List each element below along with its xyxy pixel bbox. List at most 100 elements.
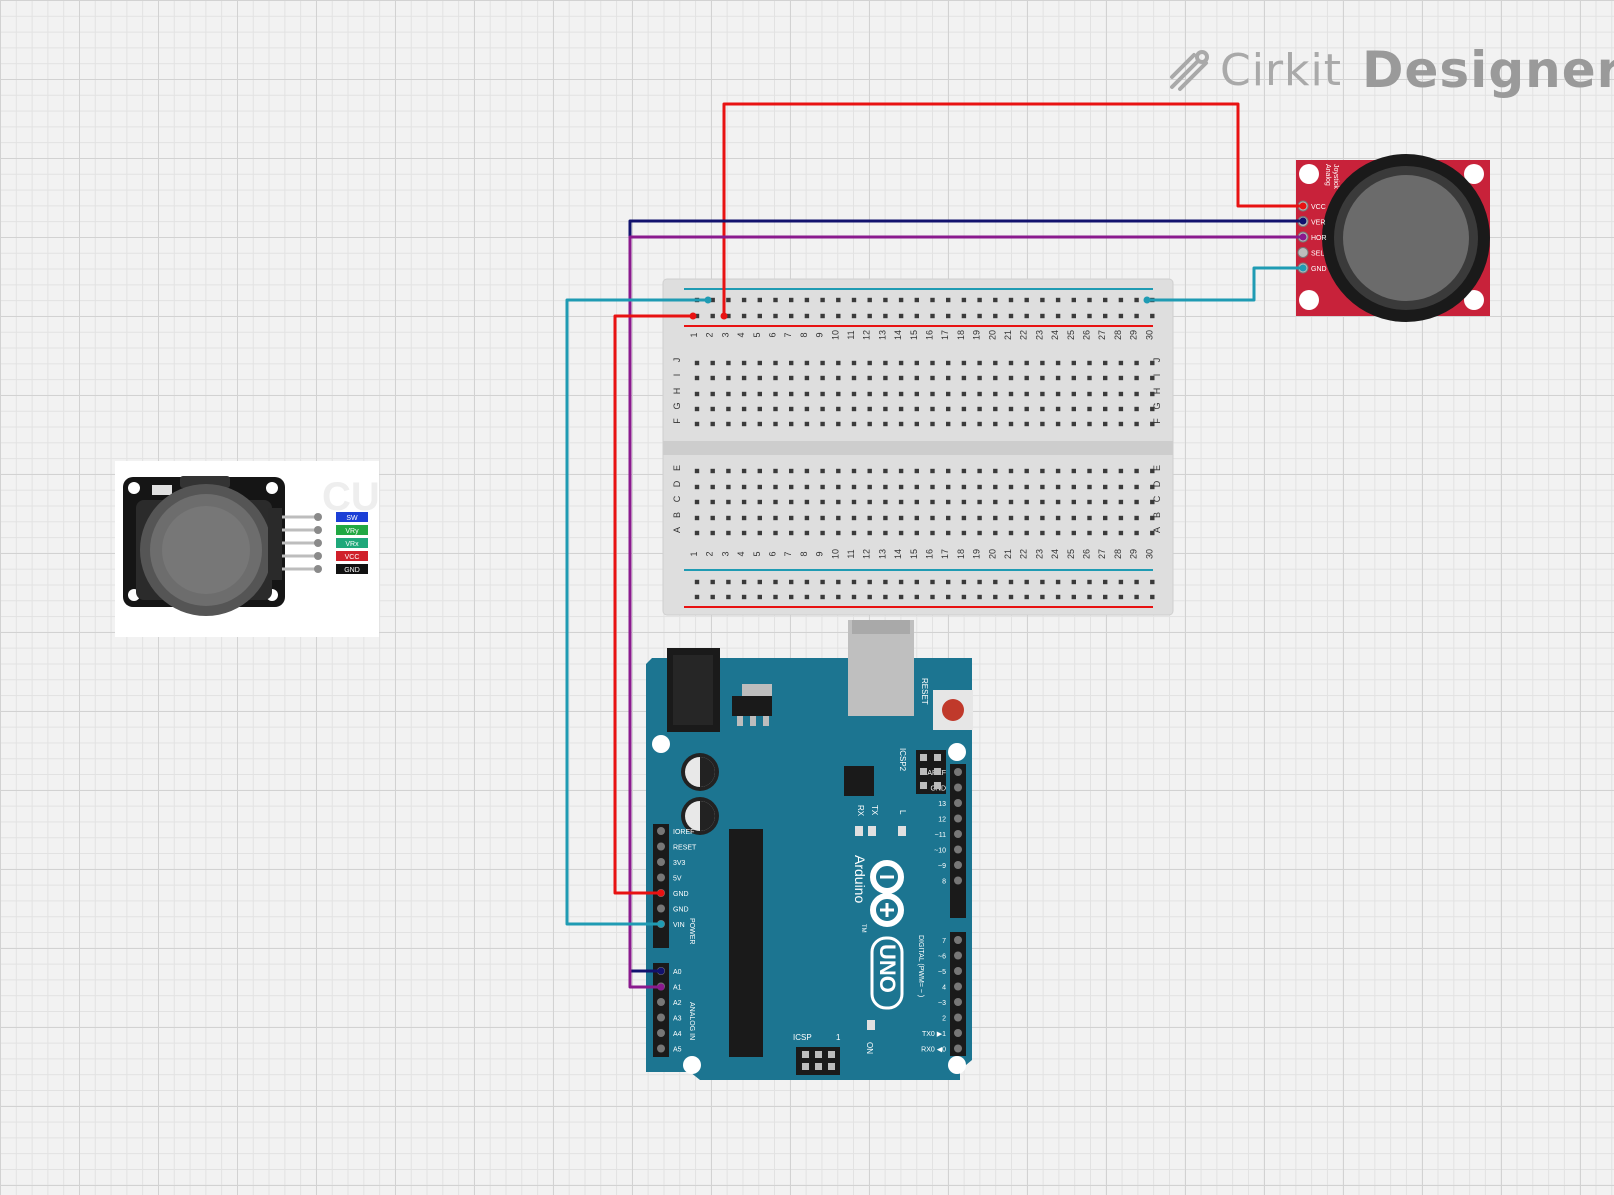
- breadboard-hole[interactable]: [1024, 360, 1029, 366]
- breadboard-hole[interactable]: [694, 421, 700, 427]
- breadboard-hole[interactable]: [977, 297, 982, 303]
- breadboard-hole[interactable]: [1118, 499, 1124, 505]
- breadboard-hole[interactable]: [836, 297, 841, 303]
- breadboard-hole[interactable]: [694, 515, 700, 521]
- breadboard-hole[interactable]: [1118, 313, 1124, 319]
- breadboard-hole[interactable]: [820, 375, 825, 381]
- breadboard-hole[interactable]: [1118, 375, 1124, 381]
- breadboard-hole[interactable]: [961, 484, 967, 490]
- breadboard-hole[interactable]: [820, 391, 825, 397]
- breadboard-hole[interactable]: [883, 375, 888, 381]
- breadboard-hole[interactable]: [1055, 421, 1061, 427]
- breadboard-hole[interactable]: [836, 468, 841, 474]
- breadboard-hole[interactable]: [789, 484, 794, 490]
- breadboard-hole[interactable]: [961, 360, 967, 366]
- breadboard-hole[interactable]: [836, 406, 841, 412]
- breadboard-hole[interactable]: [710, 297, 715, 303]
- breadboard-hole[interactable]: [977, 360, 982, 366]
- breadboard-hole[interactable]: [773, 297, 778, 303]
- breadboard-hole[interactable]: [1103, 297, 1108, 303]
- breadboard-hole[interactable]: [773, 391, 778, 397]
- breadboard-hole[interactable]: [710, 579, 715, 585]
- breadboard-hole[interactable]: [867, 530, 872, 536]
- breadboard-hole[interactable]: [757, 297, 762, 303]
- breadboard-hole[interactable]: [710, 313, 715, 319]
- breadboard-hole[interactable]: [726, 594, 731, 600]
- breadboard-hole[interactable]: [741, 421, 747, 427]
- arduino-digital-pin[interactable]: [954, 967, 962, 975]
- breadboard-hole[interactable]: [883, 515, 888, 521]
- breadboard-hole[interactable]: [1071, 468, 1076, 474]
- breadboard-hole[interactable]: [1040, 579, 1045, 585]
- breadboard-hole[interactable]: [757, 594, 762, 600]
- breadboard-hole[interactable]: [741, 484, 747, 490]
- wire-endpoint[interactable]: [1299, 202, 1307, 210]
- breadboard-hole[interactable]: [1134, 391, 1139, 397]
- breadboard-hole[interactable]: [1040, 297, 1045, 303]
- breadboard-hole[interactable]: [914, 297, 919, 303]
- breadboard-hole[interactable]: [1087, 421, 1092, 427]
- breadboard-hole[interactable]: [1024, 515, 1029, 521]
- breadboard-hole[interactable]: [867, 360, 872, 366]
- breadboard-hole[interactable]: [836, 579, 841, 585]
- breadboard-hole[interactable]: [1071, 297, 1076, 303]
- breadboard-hole[interactable]: [710, 468, 715, 474]
- breadboard-hole[interactable]: [993, 360, 998, 366]
- breadboard-hole[interactable]: [1134, 406, 1139, 412]
- breadboard-hole[interactable]: [741, 375, 747, 381]
- breadboard-hole[interactable]: [741, 579, 747, 585]
- breadboard-hole[interactable]: [930, 530, 935, 536]
- breadboard-hole[interactable]: [1103, 421, 1108, 427]
- breadboard-hole[interactable]: [804, 499, 810, 505]
- breadboard-hole[interactable]: [1103, 530, 1108, 536]
- breadboard-hole[interactable]: [804, 375, 810, 381]
- breadboard-hole[interactable]: [726, 499, 731, 505]
- breadboard-hole[interactable]: [1040, 499, 1045, 505]
- breadboard-hole[interactable]: [789, 360, 794, 366]
- breadboard-hole[interactable]: [1150, 579, 1155, 585]
- breadboard-hole[interactable]: [1103, 360, 1108, 366]
- breadboard-hole[interactable]: [977, 530, 982, 536]
- breadboard-hole[interactable]: [773, 406, 778, 412]
- breadboard-hole[interactable]: [1071, 406, 1076, 412]
- breadboard-hole[interactable]: [1040, 421, 1045, 427]
- breadboard-hole[interactable]: [946, 515, 951, 521]
- breadboard-hole[interactable]: [977, 515, 982, 521]
- breadboard-hole[interactable]: [1118, 360, 1124, 366]
- breadboard-hole[interactable]: [1134, 499, 1139, 505]
- breadboard-hole[interactable]: [1103, 391, 1108, 397]
- breadboard-hole[interactable]: [883, 468, 888, 474]
- breadboard-hole[interactable]: [977, 421, 982, 427]
- breadboard-hole[interactable]: [726, 515, 731, 521]
- breadboard-hole[interactable]: [804, 406, 810, 412]
- breadboard-hole[interactable]: [1134, 421, 1139, 427]
- breadboard-hole[interactable]: [804, 313, 810, 319]
- breadboard-hole[interactable]: [993, 515, 998, 521]
- breadboard-hole[interactable]: [1055, 391, 1061, 397]
- breadboard-hole[interactable]: [898, 468, 904, 474]
- breadboard-hole[interactable]: [836, 421, 841, 427]
- breadboard-hole[interactable]: [851, 468, 857, 474]
- arduino-analog-pin[interactable]: [657, 1029, 665, 1037]
- breadboard-hole[interactable]: [804, 360, 810, 366]
- breadboard-hole[interactable]: [1134, 594, 1139, 600]
- breadboard-hole[interactable]: [1071, 391, 1076, 397]
- breadboard-hole[interactable]: [1040, 484, 1045, 490]
- breadboard-hole[interactable]: [836, 375, 841, 381]
- breadboard-hole[interactable]: [914, 375, 919, 381]
- breadboard-hole[interactable]: [946, 499, 951, 505]
- breadboard-hole[interactable]: [1040, 594, 1045, 600]
- breadboard-hole[interactable]: [1055, 313, 1061, 319]
- breadboard-hole[interactable]: [961, 297, 967, 303]
- breadboard-hole[interactable]: [993, 421, 998, 427]
- breadboard-hole[interactable]: [820, 579, 825, 585]
- breadboard-hole[interactable]: [993, 313, 998, 319]
- breadboard-hole[interactable]: [883, 391, 888, 397]
- breadboard-hole[interactable]: [1118, 594, 1124, 600]
- breadboard-hole[interactable]: [773, 375, 778, 381]
- breadboard-hole[interactable]: [741, 391, 747, 397]
- breadboard-hole[interactable]: [789, 468, 794, 474]
- arduino-digital-pin[interactable]: [954, 845, 962, 854]
- breadboard-hole[interactable]: [961, 594, 967, 600]
